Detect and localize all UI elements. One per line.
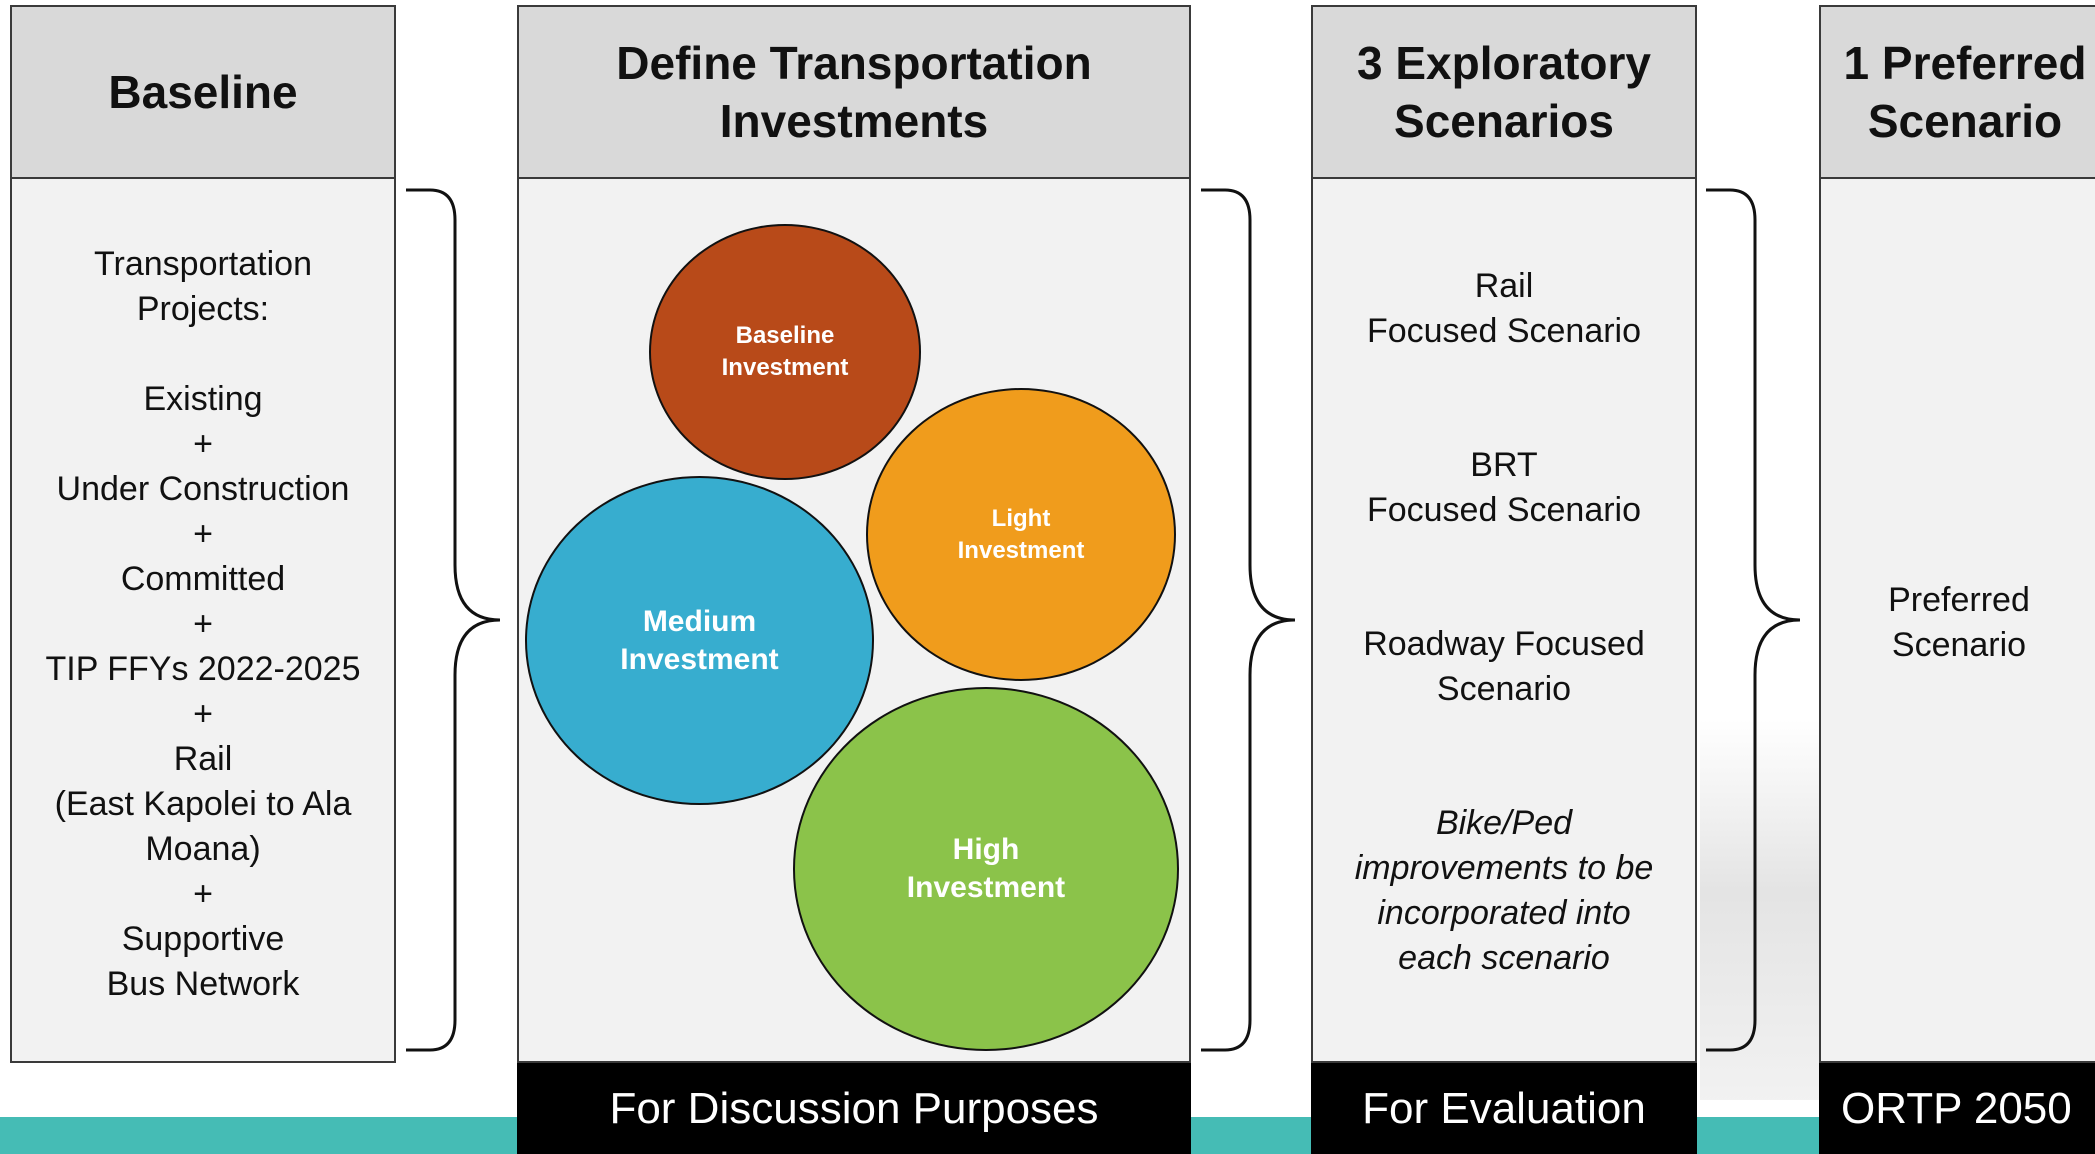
discussion-footer: For Discussion Purposes	[517, 1063, 1191, 1154]
exploratory-header: 3 Exploratory Scenarios	[1311, 5, 1697, 179]
investments-header-title: Define Transportation Investments	[616, 37, 1092, 147]
baseline-investment-circle: Baseline Investment	[649, 224, 921, 480]
ortp-footer-label: ORTP 2050	[1841, 1083, 2072, 1133]
medium-investment-label: Medium Investment	[620, 604, 779, 676]
evaluation-footer-label: For Evaluation	[1362, 1083, 1646, 1133]
roadway-scenario-text: Roadway Focused Scenario	[1363, 625, 1645, 708]
baseline-header: Baseline	[10, 5, 396, 179]
evaluation-footer: For Evaluation	[1311, 1063, 1697, 1154]
baseline-panel	[10, 177, 396, 1063]
baseline-investment-label: Baseline Investment	[721, 322, 849, 381]
exploratory-panel	[1311, 177, 1697, 1063]
discussion-footer-label: For Discussion Purposes	[609, 1083, 1099, 1133]
exploratory-header-title: 3 Exploratory Scenarios	[1357, 37, 1651, 147]
brace-3	[1706, 188, 1801, 1052]
baseline-projects-text: Transportation Projects: Existing + Unde…	[45, 245, 361, 1003]
brace-1	[406, 188, 501, 1052]
brt-scenario-text: BRT Focused Scenario	[1366, 446, 1642, 529]
preferred-header: 1 Preferred Scenario	[1819, 5, 2095, 179]
preferred-header-title: 1 Preferred Scenario	[1843, 37, 2087, 147]
bikeped-note-text: Bike/Ped improvements to be incorporated…	[1354, 804, 1654, 977]
background-photo-fragment	[1700, 720, 1820, 1100]
light-investment-label: Light Investment	[957, 504, 1085, 564]
medium-investment-circle: Medium Investment	[525, 476, 874, 805]
preferred-scenario-text: Preferred Scenario	[1888, 581, 2030, 664]
high-investment-label: High Investment	[906, 833, 1066, 904]
rail-scenario-text: Rail Focused Scenario	[1366, 267, 1642, 350]
preferred-panel	[1819, 177, 2095, 1063]
light-investment-circle: Light Investment	[866, 388, 1176, 681]
ortp-footer: ORTP 2050	[1819, 1063, 2095, 1154]
brace-2	[1201, 188, 1296, 1052]
investments-header: Define Transportation Investments	[517, 5, 1191, 179]
baseline-header-title: Baseline	[108, 66, 298, 118]
high-investment-circle: High Investment	[793, 687, 1179, 1051]
